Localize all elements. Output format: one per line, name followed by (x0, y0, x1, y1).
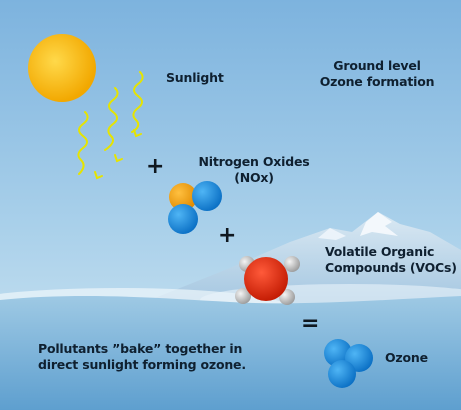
page-title: Ground level Ozone formation (318, 58, 436, 90)
mountain-snow (318, 228, 346, 240)
caption: Pollutants ”bake” together in direct sun… (38, 341, 246, 373)
ozone-label: Ozone (385, 350, 428, 365)
ozone-molecule-icon (324, 339, 373, 388)
nox-label-line-1: Nitrogen Oxides (198, 154, 310, 169)
sunlight-rays-icon (77, 71, 144, 180)
voc-molecule-icon (235, 256, 300, 305)
caption-line-1: Pollutants ”bake” together in (38, 341, 243, 356)
sun-icon (28, 34, 96, 102)
nox-molecule-icon (168, 181, 222, 234)
voc-label-line-1: Volatile Organic (325, 244, 435, 259)
voc-label-line-2: Compounds (VOCs) (325, 260, 457, 275)
title-line-1: Ground level (333, 58, 421, 73)
equals-operator: = (301, 311, 320, 336)
sunlight-label: Sunlight (166, 70, 224, 85)
plus-operator: + (146, 154, 165, 179)
voc-label: Volatile Organic Compounds (VOCs) (325, 244, 457, 276)
plus-operator: + (218, 223, 237, 248)
nox-label: Nitrogen Oxides (NOx) (198, 154, 310, 186)
caption-line-2: direct sunlight forming ozone. (38, 357, 246, 372)
nox-label-line-2: (NOx) (234, 170, 274, 185)
title-line-2: Ozone formation (319, 74, 435, 89)
mountain-snow (360, 212, 398, 236)
